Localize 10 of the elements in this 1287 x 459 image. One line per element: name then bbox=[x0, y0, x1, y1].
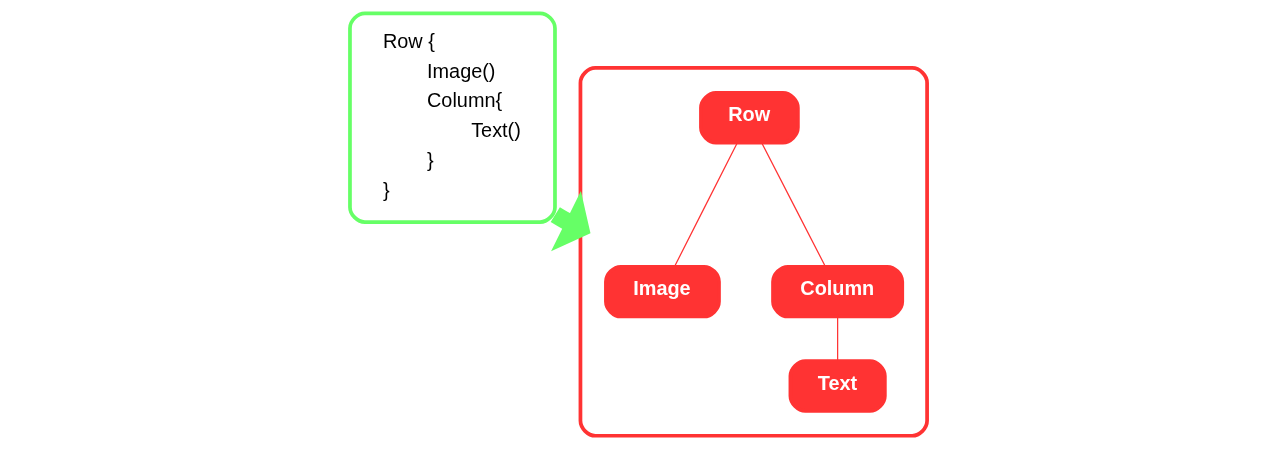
node-box: Row bbox=[699, 90, 800, 145]
connector bbox=[761, 142, 827, 268]
node-box: Column bbox=[771, 264, 905, 319]
node-box: Image bbox=[604, 264, 721, 319]
connector bbox=[837, 315, 839, 362]
node-box: Row { Image() Column{ Text() } } bbox=[348, 11, 557, 224]
arrow bbox=[550, 191, 591, 252]
node-box: Text bbox=[788, 359, 887, 413]
cluster bbox=[578, 66, 929, 438]
connector bbox=[673, 142, 738, 268]
